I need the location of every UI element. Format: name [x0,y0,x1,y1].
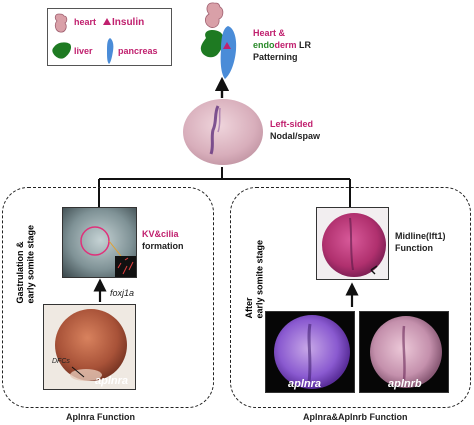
legend-insulin-label: Insulin [112,17,145,28]
left-stage-line2: early somite stage [25,225,36,304]
endoderm-lr-label: endoderm LR [253,41,311,50]
right-stage-label: After early somite stage [244,240,265,319]
kv-cilia-photo [62,207,137,278]
aplnra-aplnrb-function-label: Aplnra&Aplnrb Function [303,412,408,422]
aplnra-aplnrb-function-panel [230,187,471,408]
aplnra-left-label: aplnra [95,375,129,387]
left-sided-label: Left-sided [270,119,314,129]
right-stage-line1: After [244,297,254,319]
kv-photo-drawing [63,208,136,277]
foxj1a-label: foxj1a [110,288,135,298]
heart-shape-icon [54,13,68,33]
left-stage-line1: Gastrulation & [15,241,25,304]
insulin-dot-icon [103,18,111,25]
aplnra-dfcs-photo [43,304,136,390]
aplnra-embryo-drawing [44,305,135,389]
organ-legend: heart Insulin liver pancreas [47,8,172,66]
formation-label: formation [142,241,184,251]
midline-function-label: Function [395,243,433,253]
aplnra-right-label: aplnra [288,378,322,390]
midline-embryo-drawing [317,208,388,279]
legend-pancreas-label: pancreas [118,46,158,56]
aplnra-right-photo [265,311,355,393]
aplnra-function-label: Aplnra Function [66,412,135,422]
midline-lft1-photo [316,207,389,280]
midline-lft1-label: Midline(lft1) [395,231,446,241]
kv-text: KV [142,229,155,239]
heart-amp-label: Heart & [253,28,286,38]
right-stage-line2: early somite stage [254,240,265,319]
nodal-embryo-image [183,99,263,165]
dfcs-pointer [71,366,85,378]
aplnrb-label: aplnrb [388,378,422,390]
lr-text: LR [296,40,312,50]
nodal-spaw-label: Nodal/spaw [270,131,321,141]
endo-text: endo [253,40,275,50]
aplnrb-embryo-drawing [360,312,448,392]
dfcs-label: DFCs [52,358,70,365]
pancreas-shape-icon [107,38,114,64]
cilia-text: &cilia [154,229,179,239]
derm-text: derm [274,40,297,50]
left-stage-label: Gastrulation & early somite stage [15,225,36,304]
organs-lr-illustration [200,2,237,79]
aplnra-right-embryo-drawing [266,312,354,392]
legend-heart-label: heart [74,17,97,27]
liver-shape-icon [52,42,72,59]
legend-liver-label: liver [74,46,93,56]
aplnrb-photo [359,311,449,393]
aplnra-function-panel [2,187,214,408]
kv-cilia-label: KV&cilia [142,230,179,239]
patterning-label: Patterning [253,52,298,62]
